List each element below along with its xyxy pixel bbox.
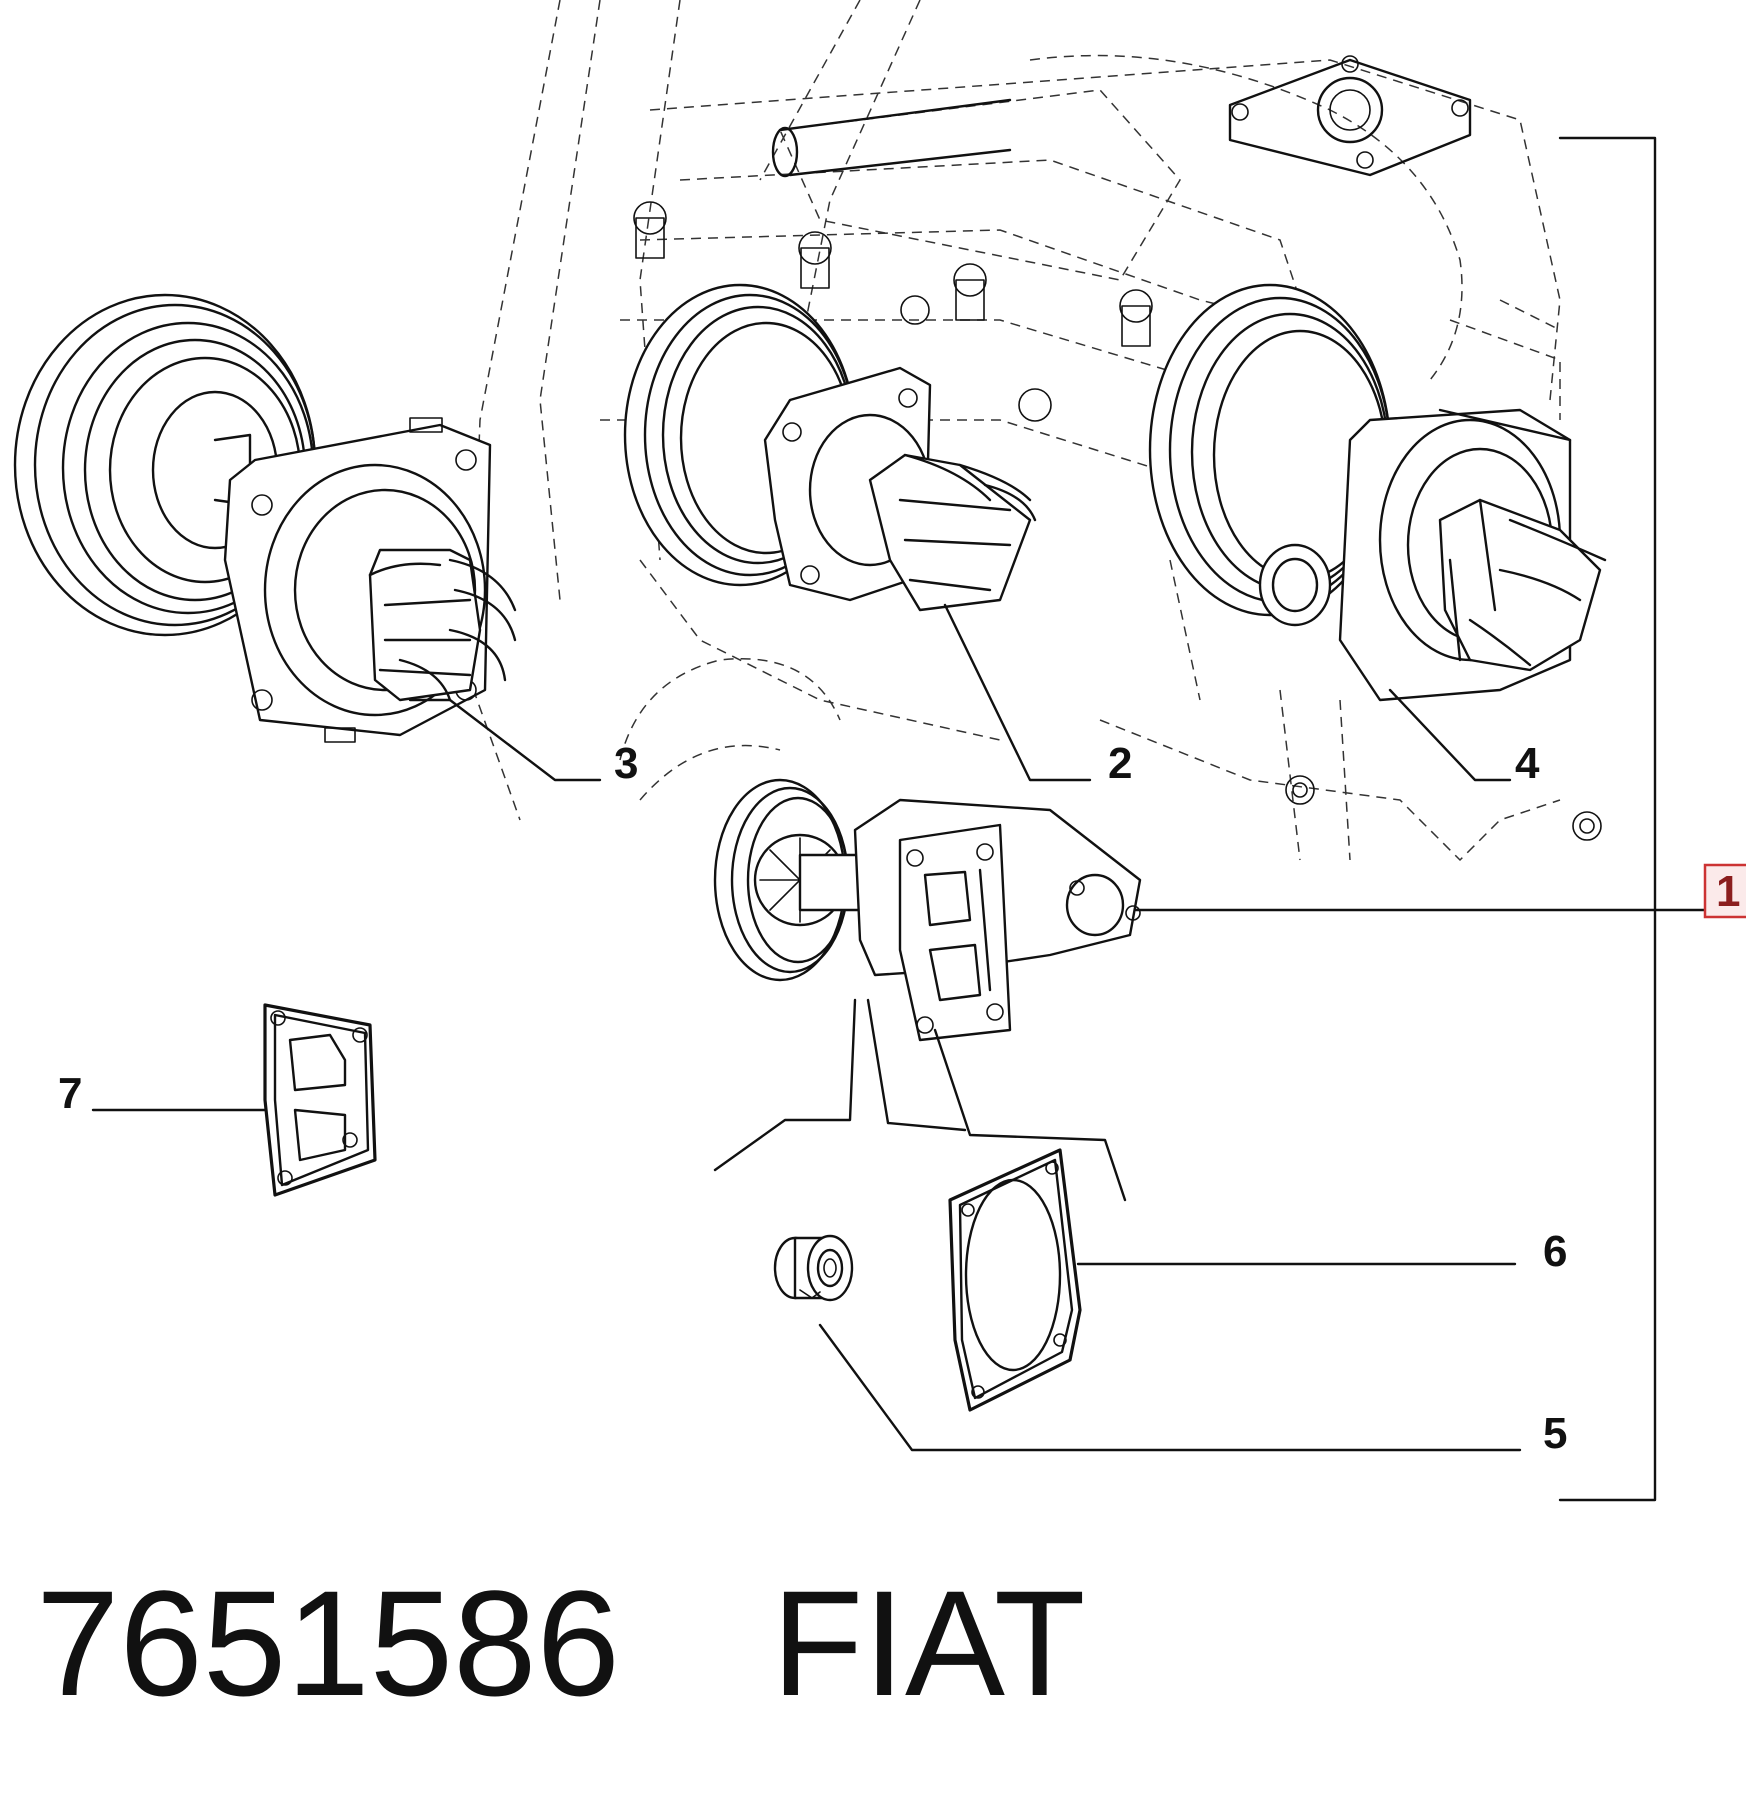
brand-name: FIAT (771, 1559, 1086, 1727)
callout-1[interactable]: 1 (1716, 867, 1740, 916)
part-reference-footer: 7651586 FIAT (36, 1568, 1086, 1718)
callout-1-highlight-box (1703, 863, 1746, 919)
engine-block-background (469, 0, 1602, 862)
leader-lines (91, 136, 1714, 1502)
pump-variant-1 (713, 778, 1142, 1042)
callout-labels: 1 2 3 4 5 6 7 (58, 739, 1746, 1458)
gasket-7 (263, 1003, 377, 1197)
pump-variant-2 (623, 283, 1037, 612)
gasket-6 (948, 1148, 1082, 1412)
seal-5 (773, 1234, 854, 1302)
pump-variant-3 (13, 293, 517, 743)
callout-7[interactable]: 7 (58, 1069, 82, 1118)
callout-4[interactable]: 4 (1515, 739, 1540, 788)
callout-3[interactable]: 3 (614, 739, 638, 788)
explosion-lines (713, 998, 1127, 1202)
callout-5[interactable]: 5 (1543, 1409, 1567, 1458)
part-number: 7651586 (36, 1559, 620, 1727)
pump-variant-4 (1148, 283, 1607, 702)
callout-6[interactable]: 6 (1543, 1227, 1567, 1276)
callout-2[interactable]: 2 (1108, 739, 1132, 788)
